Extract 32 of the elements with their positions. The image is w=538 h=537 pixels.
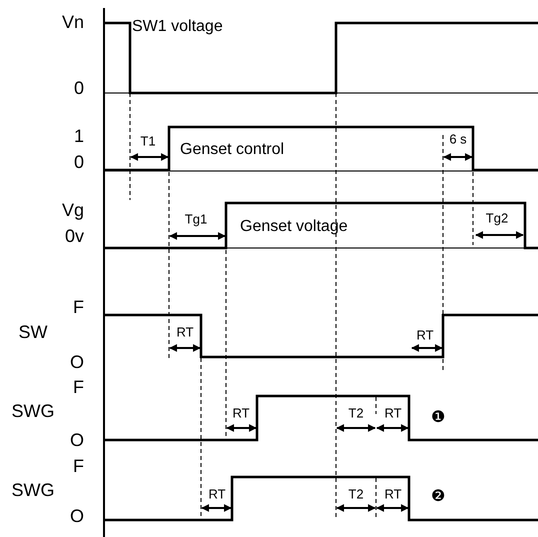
- time-interval-label: RT: [176, 326, 194, 338]
- time-interval-label: 6 s: [449, 132, 467, 146]
- signal-name: SWG: [12, 402, 54, 420]
- signal-title: Genset voltage: [240, 219, 348, 235]
- signal-title: SW1 voltage: [132, 19, 223, 35]
- callout-number: ❶: [431, 410, 445, 426]
- signal-level-label: O: [70, 353, 84, 371]
- signal-level-label: 0: [74, 153, 84, 171]
- callout-number: ❷: [431, 489, 445, 505]
- time-interval-label: RT: [208, 488, 226, 500]
- time-interval-label: RT: [416, 328, 434, 342]
- signal-level-label: 0: [74, 79, 84, 97]
- time-interval-label: T2: [348, 406, 364, 420]
- time-interval-label: T2: [348, 488, 364, 500]
- time-interval-label: Tg2: [486, 212, 508, 224]
- signal-level-label: F: [73, 298, 84, 316]
- signal-level-label: F: [73, 457, 84, 475]
- time-interval-label: RT: [232, 406, 250, 420]
- time-interval-label: RT: [384, 488, 402, 500]
- signal-level-label: O: [70, 507, 84, 525]
- signal-name: SW: [18, 323, 48, 341]
- signal-level-label: 1: [74, 127, 84, 145]
- signal-title: Genset control: [180, 142, 284, 158]
- time-interval-label: Tg1: [184, 212, 208, 226]
- time-interval-label: T1: [140, 134, 156, 148]
- signal-level-label: 0v: [64, 227, 84, 245]
- time-interval-label: RT: [384, 406, 402, 420]
- signal-level-label: Vn: [62, 13, 84, 31]
- signal-level-label: O: [70, 431, 84, 449]
- signal-level-label: F: [73, 378, 84, 396]
- signal-level-label: Vg: [62, 201, 84, 219]
- signal-name: SWG: [12, 481, 54, 499]
